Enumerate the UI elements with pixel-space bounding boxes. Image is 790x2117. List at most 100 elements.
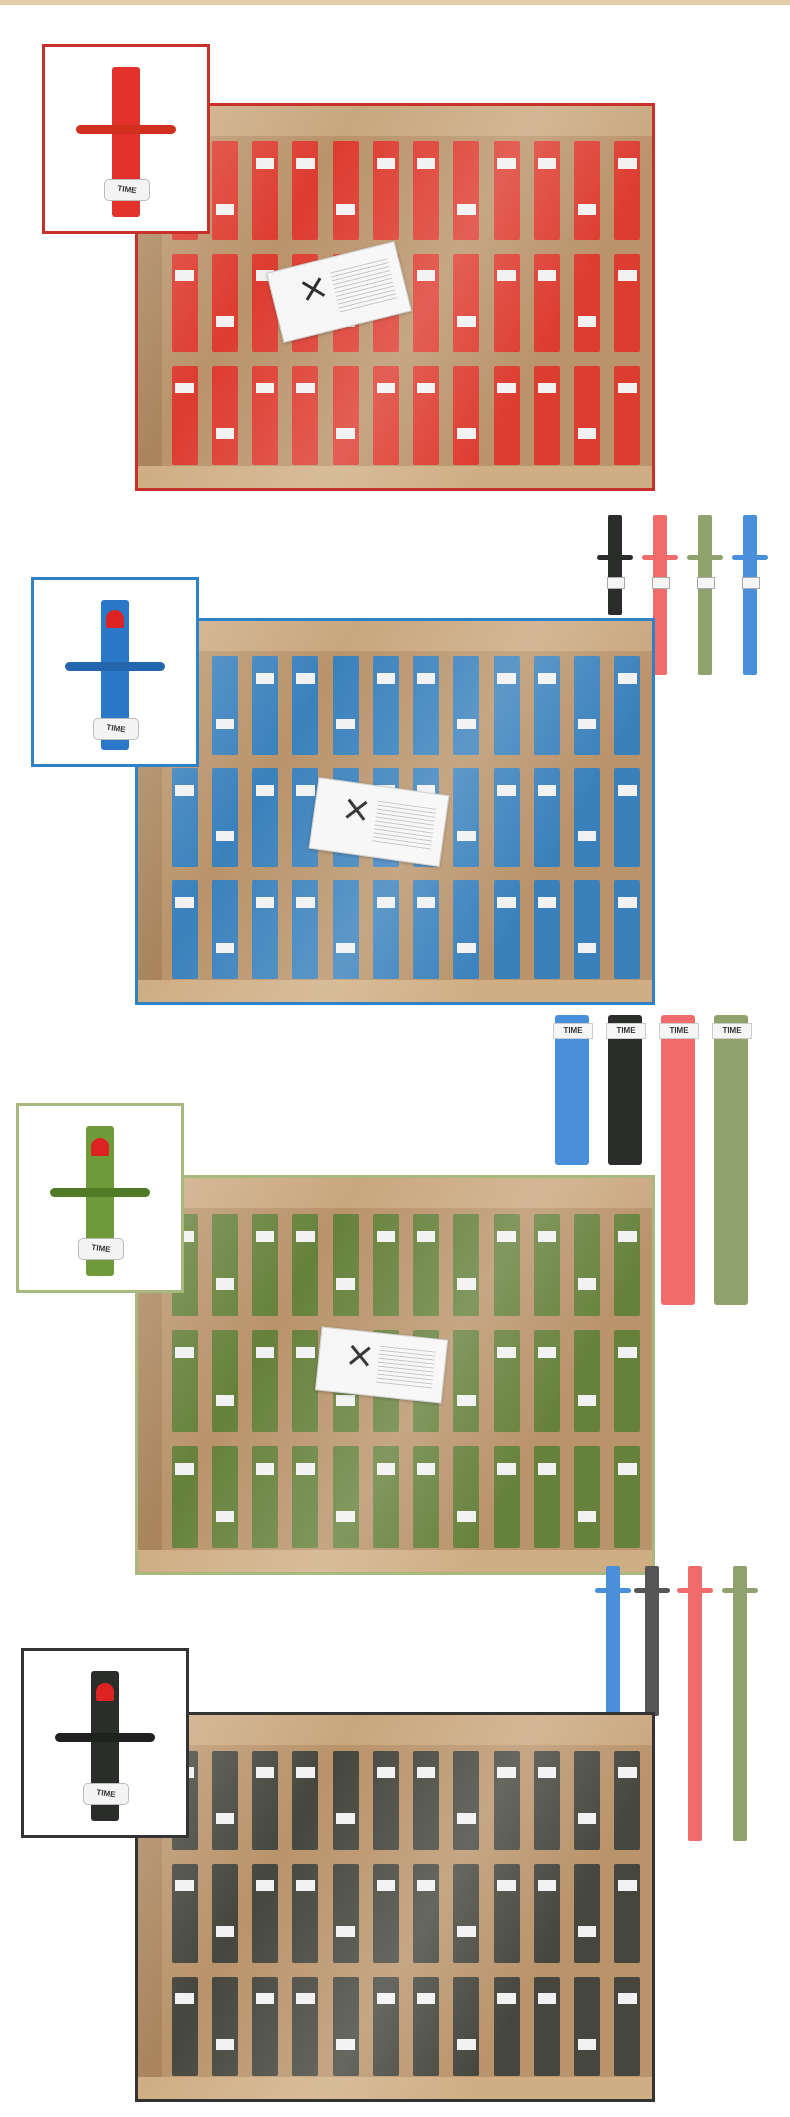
tourniquet-pack: [206, 651, 243, 760]
tourniquet-pack: [488, 651, 525, 760]
tourniquet-pack: [206, 1441, 243, 1554]
tourniquet-pack: [247, 1971, 284, 2081]
tourniquet-pack: [206, 875, 243, 984]
tourniquet-pack: [166, 361, 203, 470]
tourniquet-pack: [609, 1971, 646, 2081]
tourniquet-pack: [166, 1441, 203, 1554]
tourniquet-pack: [206, 1745, 243, 1855]
box-photo-black: [135, 1712, 655, 2102]
tourniquet-pack: [327, 1745, 364, 1855]
tourniquet-pack: [609, 1858, 646, 1968]
tourniquet-pack: [488, 763, 525, 872]
tourniquet-pack: [327, 136, 364, 245]
tourniquet-pack: [609, 1745, 646, 1855]
tourniquet-pack: [408, 651, 445, 760]
tourniquet-pack: [206, 1208, 243, 1321]
tourniquet-pack: [287, 1745, 324, 1855]
tourniquet-pack: [488, 136, 525, 245]
tourniquet-pack: [528, 1324, 565, 1437]
box-flap: [138, 1550, 652, 1572]
tourniquet-pack: [448, 1441, 485, 1554]
tourniquet-pack: [448, 875, 485, 984]
tourniquet-pack: [247, 875, 284, 984]
tourniquet-pack: [448, 651, 485, 760]
tourniquet-pack: [327, 361, 364, 470]
tourniquet-pack: [448, 1745, 485, 1855]
box-flap: [138, 1178, 652, 1208]
tourniquet-pack: [448, 1324, 485, 1437]
tourniquet-pack: [166, 1971, 203, 2081]
tourniquet-pack: [528, 651, 565, 760]
tourniquet-pack: [448, 1858, 485, 1968]
color-variants: [578, 515, 768, 680]
tourniquet-pack: [609, 361, 646, 470]
tourniquet-pack: [528, 1441, 565, 1554]
tourniquet-pack: [448, 248, 485, 357]
tourniquet-pack: [569, 136, 606, 245]
tourniquet-pack: [247, 1208, 284, 1321]
tourniquet-pack: [488, 361, 525, 470]
tourniquet-pack: [569, 248, 606, 357]
tourniquet-pack: [247, 651, 284, 760]
tourniquet-pack: [488, 1971, 525, 2081]
tourniquet-pack: [609, 1324, 646, 1437]
tourniquet-packs: [166, 136, 646, 470]
tourniquet-pack: [528, 248, 565, 357]
tourniquet-pack: [528, 1858, 565, 1968]
tourniquet-pack: [528, 361, 565, 470]
box-photo-red: [135, 103, 655, 491]
tourniquet-pack: [367, 361, 404, 470]
instruction-card: [308, 777, 450, 867]
tourniquet-pack: [609, 875, 646, 984]
product-thumbnail-black: TIME: [21, 1648, 189, 1838]
box-flap: [138, 621, 652, 651]
tourniquet-pack: [488, 1858, 525, 1968]
tourniquet-pack: [609, 136, 646, 245]
tourniquet-pack: [367, 651, 404, 760]
tourniquet-pack: [327, 1441, 364, 1554]
tourniquet-pack: [569, 1971, 606, 2081]
tourniquet-pack: [166, 1858, 203, 1968]
tourniquet-pack: [287, 763, 324, 872]
tourniquet-pack: [367, 136, 404, 245]
tourniquet-pack: [367, 1208, 404, 1321]
tourniquet-pack: [569, 875, 606, 984]
tourniquet-pack: [488, 1324, 525, 1437]
section-green: TIME TIME TIME TIME TIME: [0, 1015, 790, 1575]
tourniquet-pack: [206, 361, 243, 470]
tourniquet-pack: [408, 1971, 445, 2081]
section-blue: TIME: [0, 515, 790, 1035]
tourniquet-pack: [287, 1971, 324, 2081]
section-black: TIME: [0, 1560, 790, 2117]
tourniquet-pack: [408, 136, 445, 245]
tourniquet-pack: [448, 1208, 485, 1321]
tourniquet-pack: [327, 1208, 364, 1321]
tourniquet-pack: [287, 1208, 324, 1321]
tourniquet-pack: [206, 248, 243, 357]
tourniquet-pack: [247, 361, 284, 470]
tourniquet-pack: [408, 1208, 445, 1321]
tourniquet-pack: [408, 875, 445, 984]
tourniquet-pack: [206, 1858, 243, 1968]
tourniquet-pack: [367, 1441, 404, 1554]
tourniquet-pack: [247, 1745, 284, 1855]
tourniquet-pack: [408, 1441, 445, 1554]
tourniquet-pack: [609, 763, 646, 872]
tourniquet-pack: [327, 1971, 364, 2081]
tourniquet-pack: [287, 1441, 324, 1554]
tourniquet-pack: [247, 136, 284, 245]
box-photo-green: [135, 1175, 655, 1575]
tourniquet-pack: [528, 136, 565, 245]
tourniquet-pack: [488, 875, 525, 984]
tourniquet-pack: [528, 875, 565, 984]
tourniquet-pack: [569, 1324, 606, 1437]
tourniquet-pack: [206, 1324, 243, 1437]
tourniquet-pack: [408, 361, 445, 470]
tourniquet-pack: [206, 1971, 243, 2081]
tourniquet-pack: [327, 1858, 364, 1968]
tourniquet-pack: [448, 763, 485, 872]
tourniquet-pack: [488, 248, 525, 357]
tourniquet-pack: [609, 1441, 646, 1554]
tourniquet-pack: [247, 763, 284, 872]
instruction-card: [266, 241, 412, 343]
